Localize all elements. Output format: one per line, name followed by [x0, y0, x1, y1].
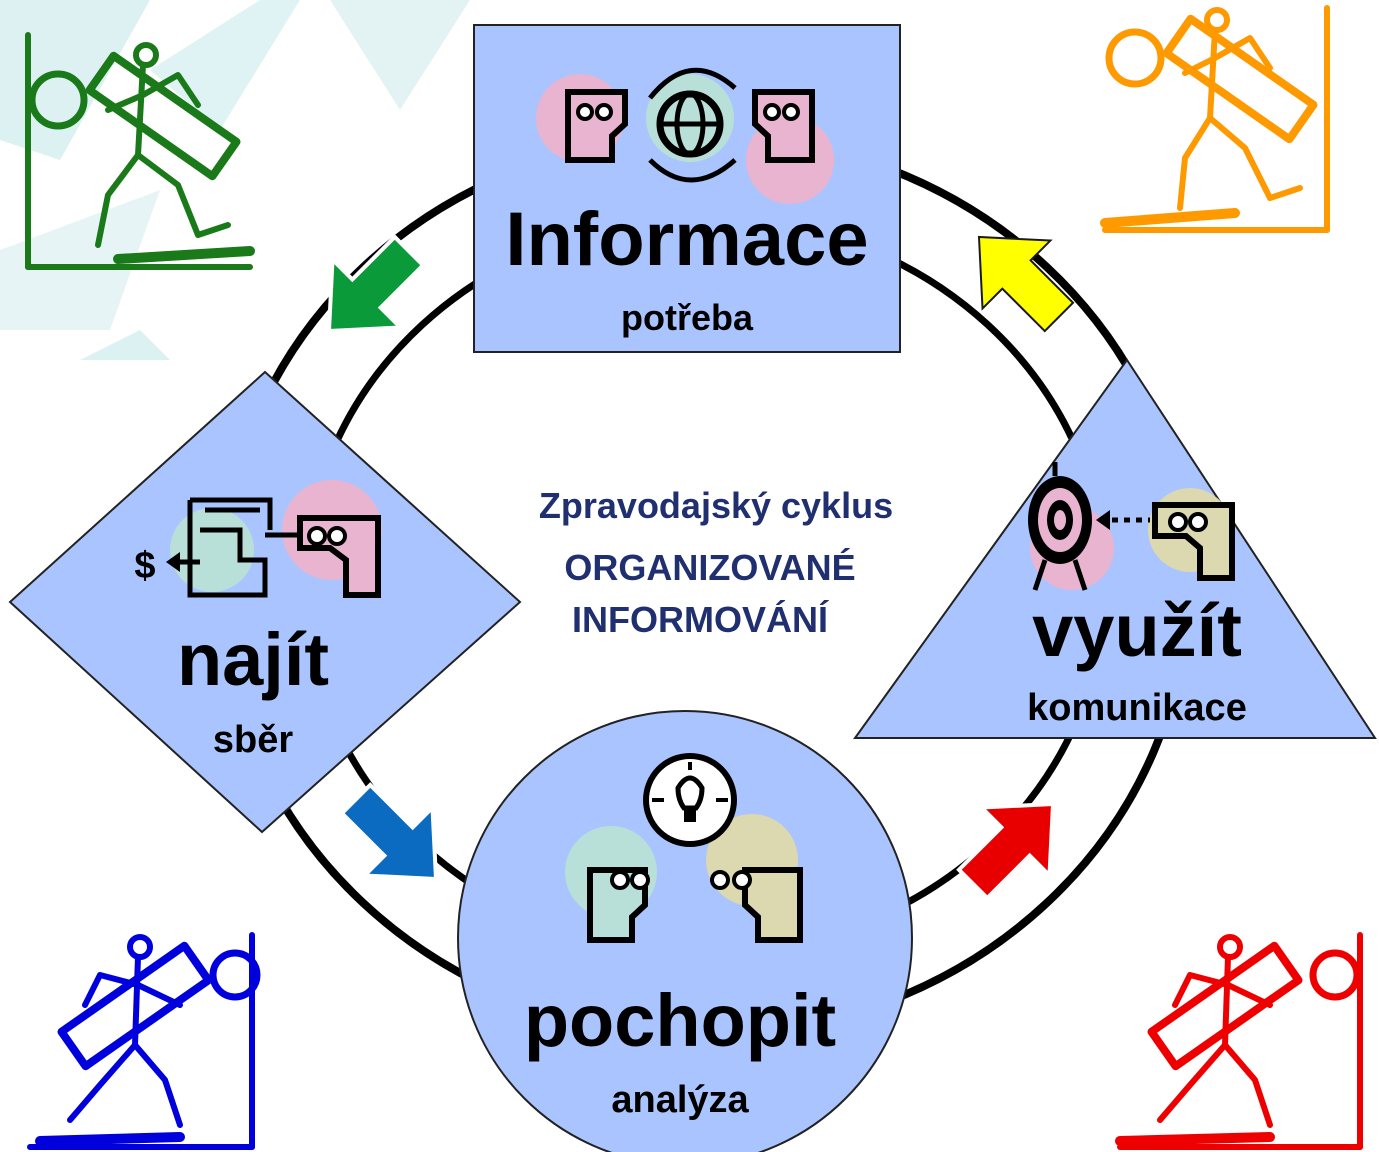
center-caption-line2: ORGANIZOVANÉ [564, 547, 855, 588]
node-najit-subtitle: sběr [213, 719, 293, 761]
background-decoration [0, 0, 470, 360]
figure-top-right [1100, 5, 1330, 233]
cycle-arrow-right-to-top [977, 235, 1075, 333]
node-informace-subtitle: potřeba [621, 297, 754, 338]
node-informace-title: Informace [505, 197, 868, 282]
people-idea-icon [565, 753, 803, 943]
figure-bottom-left [27, 932, 261, 1150]
node-najit: $ najít sběr [8, 370, 522, 834]
node-vyuzit-subtitle: komunikace [1027, 687, 1247, 729]
people-globe-icon [536, 67, 834, 204]
cycle-arrow-top-to-left [326, 234, 426, 334]
center-caption-line3: INFORMOVÁNÍ [572, 599, 829, 640]
center-caption: Zpravodajský cyklus ORGANIZOVANÉ INFORMO… [539, 485, 893, 640]
node-informace: Informace potřeba [473, 24, 901, 353]
money-symbol: $ [134, 545, 155, 587]
target-person-icon [1028, 462, 1235, 591]
node-pochopit-subtitle: analýza [611, 1079, 749, 1121]
cycle-arrow-left-to-bottom [339, 782, 439, 882]
node-vyuzit-title: využít [1032, 589, 1242, 672]
node-pochopit-title: pochopit [524, 979, 836, 1062]
money-doors-person-icon [166, 480, 382, 598]
center-caption-line1: Zpravodajský cyklus [539, 485, 893, 526]
node-najit-title: najít [177, 618, 329, 701]
figure-bottom-right [1115, 932, 1363, 1150]
cycle-arrow-bottom-to-right [956, 801, 1056, 901]
node-vyuzit: využít komunikace [853, 358, 1377, 739]
figure-top-left [25, 32, 255, 270]
node-pochopit: pochopit analýza [457, 710, 913, 1152]
